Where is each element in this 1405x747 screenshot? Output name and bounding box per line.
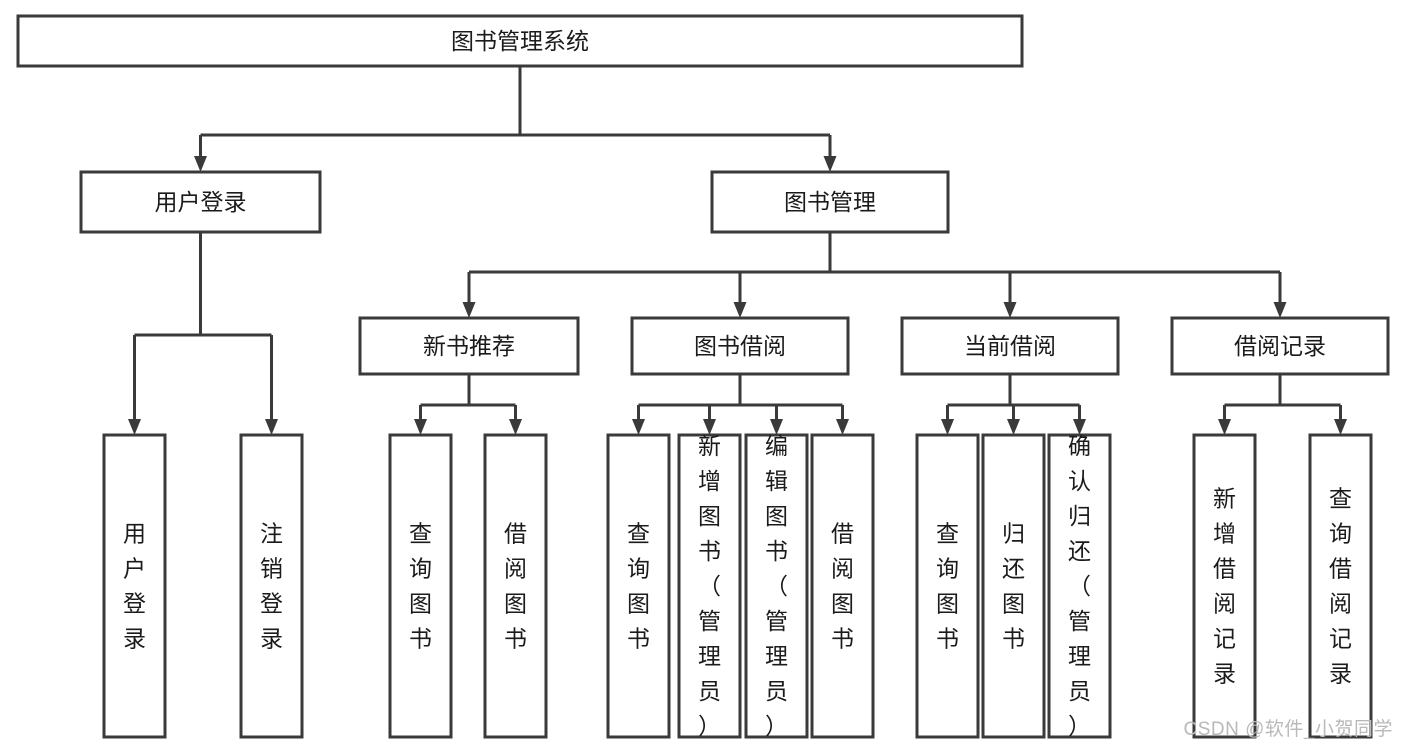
arrow-head-icon [823, 156, 837, 172]
node-label-leaf-query-book-borrow: 查询图书 [627, 521, 650, 652]
node-label-leaf-borrow-book: 借阅图书 [831, 521, 854, 652]
node-label-leaf-user-login: 用户登录 [123, 521, 146, 652]
node-label-leaf-confirm-return-admin: 确认归还（管理员） [1068, 433, 1091, 739]
node-label-leaf-query-borrow-record: 查询借阅记录 [1329, 486, 1352, 687]
node-box-leaf-confirm-return-admin[interactable] [1047, 433, 1112, 739]
node-label-book-borrow: 图书借阅 [694, 333, 786, 359]
node-leaf-add-book-admin[interactable]: 新增图书（管理员） [677, 433, 742, 739]
node-box-current-borrow[interactable] [900, 316, 1120, 376]
connector-group-current-borrow [941, 374, 1086, 435]
node-new-book-recommend[interactable]: 新书推荐 [358, 316, 580, 376]
node-label-book-management: 图书管理 [784, 189, 876, 215]
arrow-head-icon [836, 419, 849, 435]
arrow-head-icon [194, 156, 207, 172]
node-borrow-record[interactable]: 借阅记录 [1170, 316, 1390, 376]
node-label-leaf-add-borrow-record: 新增借阅记录 [1213, 486, 1236, 687]
connectors-layer [128, 66, 1347, 435]
node-box-leaf-query-book-current[interactable] [915, 433, 980, 739]
arrow-head-icon [1007, 419, 1020, 435]
node-label-leaf-add-book-admin: 新增图书（管理员） [698, 433, 721, 739]
node-leaf-return-book[interactable]: 归还图书 [981, 433, 1046, 739]
arrow-head-icon [733, 302, 747, 318]
arrow-head-icon [414, 419, 427, 435]
connector-group-new-book-recommend [414, 374, 522, 435]
node-box-leaf-add-book-admin[interactable] [677, 433, 742, 739]
arrow-head-icon [462, 302, 476, 318]
node-box-leaf-user-login[interactable] [102, 433, 167, 739]
node-box-new-book-recommend[interactable] [358, 316, 580, 376]
node-label-borrow-record: 借阅记录 [1234, 333, 1326, 359]
arrow-head-icon [1073, 419, 1086, 435]
node-label-leaf-query-book-current: 查询图书 [936, 521, 959, 652]
node-leaf-edit-book-admin[interactable]: 编辑图书（管理员） [744, 433, 809, 739]
node-label-leaf-logout-login: 注销登录 [260, 521, 283, 652]
connector-group-root [194, 66, 837, 172]
node-label-new-book-recommend: 新书推荐 [423, 333, 515, 359]
arrow-head-icon [770, 419, 783, 435]
node-book-borrow[interactable]: 图书借阅 [630, 316, 850, 376]
node-current-borrow[interactable]: 当前借阅 [900, 316, 1120, 376]
node-leaf-query-borrow-record[interactable]: 查询借阅记录 [1308, 433, 1373, 739]
node-leaf-query-book-borrow[interactable]: 查询图书 [606, 433, 671, 739]
node-box-leaf-query-book-recommend[interactable] [388, 433, 453, 739]
connector-group-book-borrow [632, 374, 849, 435]
node-box-leaf-add-borrow-record[interactable] [1192, 433, 1257, 739]
node-box-user-login[interactable] [79, 170, 322, 234]
node-label-current-borrow: 当前借阅 [964, 333, 1056, 359]
node-book-management[interactable]: 图书管理 [710, 170, 950, 234]
node-label-leaf-return-book: 归还图书 [1002, 521, 1025, 652]
node-root[interactable]: 图书管理系统 [16, 14, 1024, 68]
node-box-leaf-edit-book-admin[interactable] [744, 433, 809, 739]
node-label-user-login: 用户登录 [155, 189, 247, 215]
node-leaf-borrow-book-recommend[interactable]: 借阅图书 [483, 433, 548, 739]
node-box-leaf-query-book-borrow[interactable] [606, 433, 671, 739]
connector-group-borrow-record [1218, 374, 1347, 435]
node-leaf-logout-login[interactable]: 注销登录 [239, 433, 304, 739]
node-label-root: 图书管理系统 [451, 28, 589, 54]
node-box-leaf-query-borrow-record[interactable] [1308, 433, 1373, 739]
arrow-head-icon [941, 419, 954, 435]
node-box-leaf-borrow-book-recommend[interactable] [483, 433, 548, 739]
arrow-head-icon [632, 419, 645, 435]
arrow-head-icon [703, 419, 716, 435]
node-box-leaf-logout-login[interactable] [239, 433, 304, 739]
node-label-leaf-borrow-book-recommend: 借阅图书 [504, 521, 527, 652]
nodes-layer: 图书管理系统用户登录图书管理新书推荐图书借阅当前借阅借阅记录用户登录注销登录查询… [16, 14, 1390, 739]
node-box-leaf-borrow-book[interactable] [810, 433, 875, 739]
node-leaf-borrow-book[interactable]: 借阅图书 [810, 433, 875, 739]
arrow-head-icon [509, 419, 522, 435]
node-leaf-confirm-return-admin[interactable]: 确认归还（管理员） [1047, 433, 1112, 739]
node-box-borrow-record[interactable] [1170, 316, 1390, 376]
node-box-leaf-return-book[interactable] [981, 433, 1046, 739]
arrow-head-icon [128, 419, 141, 435]
node-leaf-query-book-recommend[interactable]: 查询图书 [388, 433, 453, 739]
node-leaf-query-book-current[interactable]: 查询图书 [915, 433, 980, 739]
arrow-head-icon [1218, 419, 1231, 435]
arrow-head-icon [1273, 302, 1287, 318]
node-label-leaf-edit-book-admin: 编辑图书（管理员） [765, 433, 788, 739]
connector-group-book-management [462, 232, 1287, 318]
arrow-head-icon [265, 419, 278, 435]
csdn-watermark: CSDN @软件_小贺同学 [1183, 719, 1393, 740]
connector-group-user-login [128, 232, 278, 435]
arrow-head-icon [1334, 419, 1347, 435]
node-box-book-management[interactable] [710, 170, 950, 234]
node-box-book-borrow[interactable] [630, 316, 850, 376]
arrow-head-icon [1003, 302, 1017, 318]
node-leaf-add-borrow-record[interactable]: 新增借阅记录 [1192, 433, 1257, 739]
node-leaf-user-login[interactable]: 用户登录 [102, 433, 167, 739]
node-box-root[interactable] [16, 14, 1024, 68]
node-label-leaf-query-book-recommend: 查询图书 [409, 521, 432, 652]
node-user-login[interactable]: 用户登录 [79, 170, 322, 234]
